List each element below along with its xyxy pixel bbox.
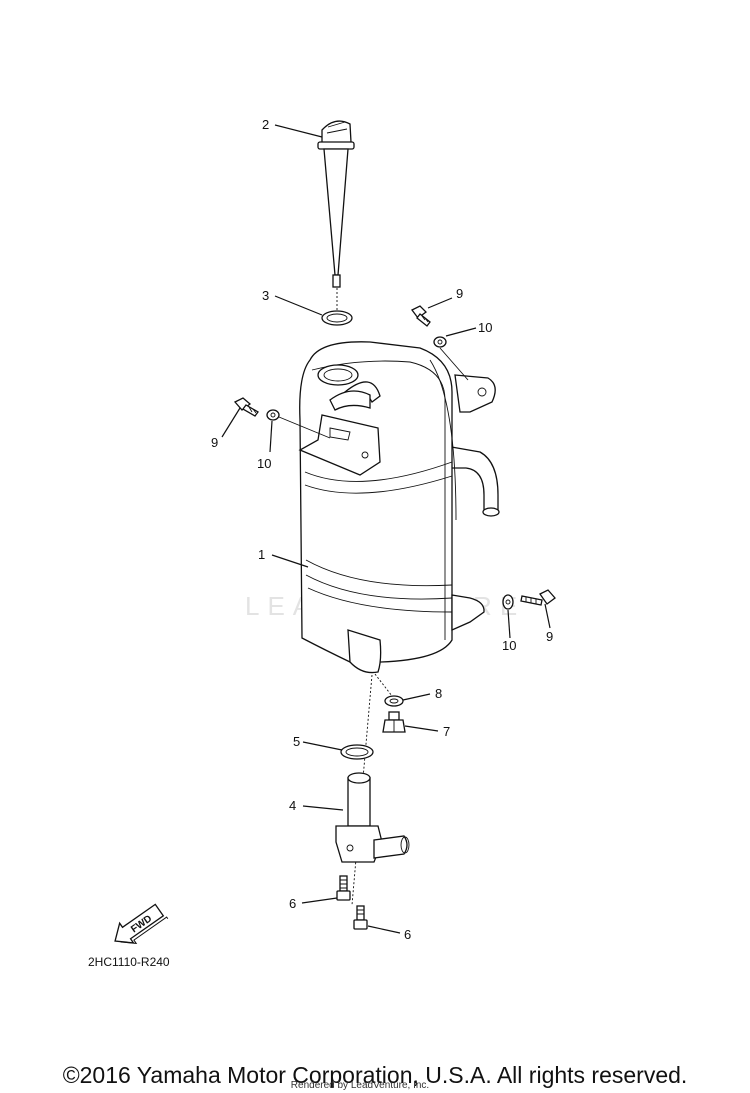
callout-10-left[interactable]: 10 bbox=[257, 456, 271, 471]
fwd-arrow-icon: FWD bbox=[114, 903, 169, 944]
callout-7[interactable]: 7 bbox=[443, 724, 450, 739]
callout-5[interactable]: 5 bbox=[293, 734, 300, 749]
part-drain-plug-7 bbox=[382, 711, 406, 733]
callout-10-right[interactable]: 10 bbox=[502, 638, 516, 653]
copyright-notice: ©2016 Yamaha Motor Corporation, U.S.A. A… bbox=[63, 1062, 688, 1088]
diagram-part-code: 2HC1110-R240 bbox=[88, 955, 170, 969]
callout-3[interactable]: 3 bbox=[262, 288, 269, 303]
part-bolt-9-left bbox=[233, 397, 259, 417]
callout-9-left[interactable]: 9 bbox=[211, 435, 218, 450]
part-oil-pipe-4 bbox=[335, 772, 410, 863]
callout-9-top[interactable]: 9 bbox=[456, 286, 463, 301]
part-o-ring-5 bbox=[340, 744, 374, 760]
part-washer-10-top bbox=[433, 336, 447, 348]
part-bolt-9-top bbox=[411, 305, 431, 327]
part-bolt-6-lower bbox=[353, 905, 368, 930]
part-bolt-9-right bbox=[520, 589, 556, 606]
part-gasket-8 bbox=[384, 695, 404, 707]
callout-8[interactable]: 8 bbox=[435, 686, 442, 701]
callout-2[interactable]: 2 bbox=[262, 117, 269, 132]
rendered-by-notice: Rendered by LeadVenture, Inc. bbox=[291, 1080, 429, 1091]
part-bolt-6-upper bbox=[336, 875, 351, 901]
callout-4[interactable]: 4 bbox=[289, 798, 296, 813]
part-o-ring-3 bbox=[321, 310, 353, 326]
callout-1[interactable]: 1 bbox=[258, 547, 265, 562]
callout-6-upper[interactable]: 6 bbox=[289, 896, 296, 911]
callout-6-lower[interactable]: 6 bbox=[404, 927, 411, 942]
part-oil-tank bbox=[298, 341, 500, 674]
callout-10-top[interactable]: 10 bbox=[478, 320, 492, 335]
part-washer-10-right bbox=[502, 594, 514, 610]
part-dipstick bbox=[317, 120, 355, 288]
callout-9-right[interactable]: 9 bbox=[546, 629, 553, 644]
leader-lines bbox=[221, 124, 551, 934]
part-washer-10-left bbox=[266, 409, 280, 421]
